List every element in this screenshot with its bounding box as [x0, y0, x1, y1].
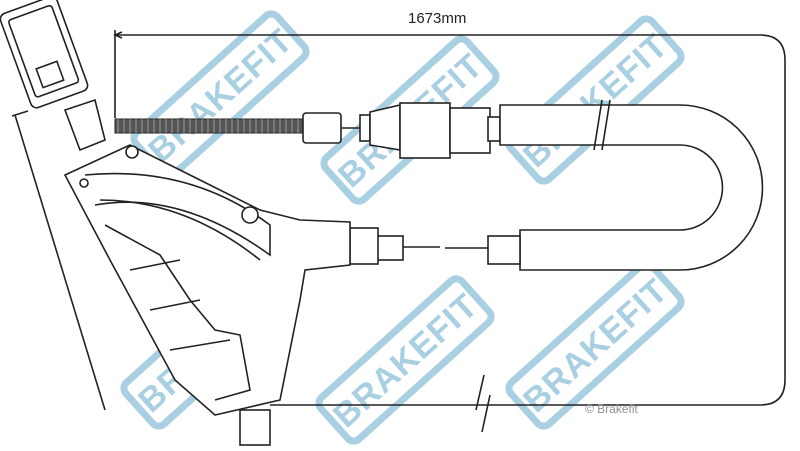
lower-cable-fittings: [349, 227, 521, 265]
watermark-logo: BRAKEFIT: [505, 15, 685, 185]
lever-grip: [0, 0, 89, 109]
copyright-text: © Brakefit: [585, 402, 638, 416]
svg-text:BRAKEFIT: BRAKEFIT: [516, 271, 675, 420]
break-mark: [475, 374, 491, 433]
upper-cable-fittings: [302, 102, 501, 159]
svg-text:BRAKEFIT: BRAKEFIT: [326, 286, 485, 435]
dimension-line: [11, 30, 786, 411]
length-dimension-label: 1673mm: [408, 10, 467, 27]
watermark-logo: BRAKEFIT: [315, 275, 495, 445]
threaded-rod: [114, 118, 306, 134]
svg-text:BRAKEFIT: BRAKEFIT: [141, 21, 300, 170]
cable-sheath: [499, 99, 764, 271]
watermark-logo: BRAKEFIT: [130, 10, 310, 180]
svg-text:BRAKEFIT: BRAKEFIT: [516, 26, 675, 175]
handbrake-lever-mechanism: [0, 0, 351, 446]
